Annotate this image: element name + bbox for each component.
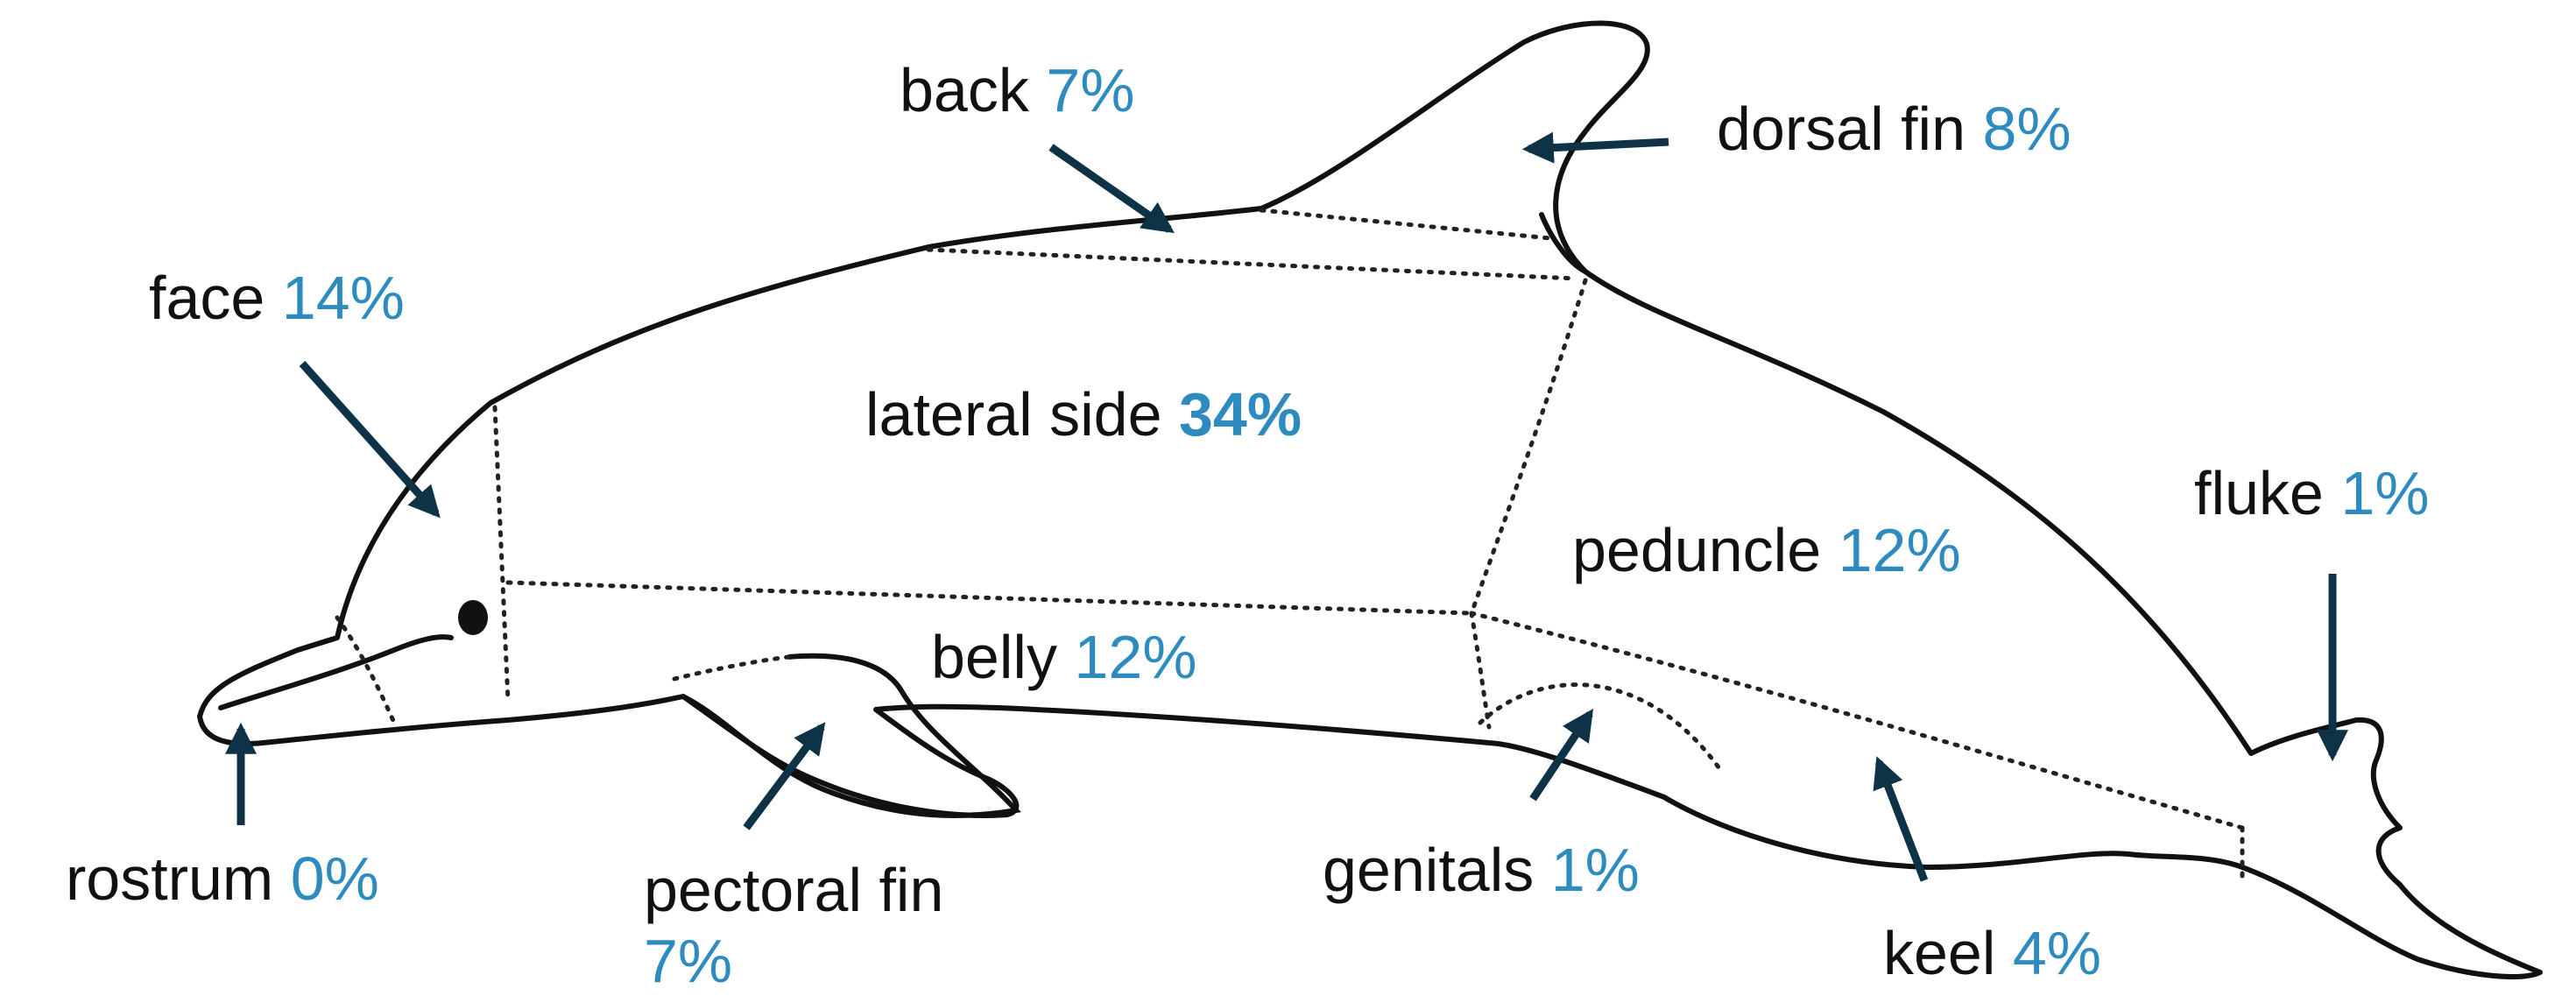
label-belly-name: belly	[931, 623, 1057, 691]
label-belly-pct: 12%	[1074, 623, 1196, 691]
arrow-face	[302, 364, 436, 513]
label-peduncle: peduncle 12%	[1572, 519, 1961, 581]
label-pectoral-fin: pectoral fin 7%	[644, 855, 943, 996]
label-back-pct: 7%	[1046, 56, 1134, 124]
label-rostrum-pct: 0%	[291, 844, 379, 913]
arrow-back	[1051, 147, 1169, 230]
label-face-name: face	[149, 264, 265, 332]
boundary-back-lateral	[928, 250, 1577, 279]
label-rostrum-name: rostrum	[66, 844, 273, 913]
label-belly: belly 12%	[931, 626, 1197, 688]
boundary-belly-genital	[1471, 613, 1489, 727]
label-lateral-side-name: lateral side	[865, 380, 1162, 449]
label-dorsal-fin: dorsal fin 8%	[1717, 98, 2071, 159]
dolphin-body-outline	[200, 23, 2540, 977]
boundary-face-lateral	[495, 407, 508, 701]
boundary-pectoral-base	[674, 657, 788, 679]
eye	[458, 600, 488, 635]
label-peduncle-pct: 12%	[1838, 516, 1961, 584]
label-keel-pct: 4%	[2013, 919, 2101, 987]
mouth-line	[221, 637, 451, 708]
boundary-lateral-peduncle	[1471, 280, 1585, 613]
label-peduncle-name: peduncle	[1572, 516, 1821, 584]
label-genitals-pct: 1%	[1551, 836, 1640, 904]
label-pectoral-fin-pct: 7%	[644, 927, 732, 995]
label-keel: keel 4%	[1883, 922, 2101, 984]
label-pectoral-fin-name: pectoral fin	[644, 856, 943, 924]
label-fluke: fluke 1%	[2194, 463, 2430, 524]
label-dorsal-fin-name: dorsal fin	[1717, 95, 1966, 163]
boundary-genitals-arc	[1480, 685, 1721, 771]
label-face: face 14%	[149, 267, 405, 328]
label-face-pct: 14%	[282, 264, 405, 332]
arrow-dorsal-fin	[1528, 142, 1669, 149]
label-genitals-name: genitals	[1323, 836, 1534, 904]
label-back: back 7%	[900, 60, 1135, 121]
label-fluke-pct: 1%	[2340, 459, 2429, 527]
label-back-name: back	[900, 56, 1029, 124]
label-rostrum: rostrum 0%	[66, 848, 379, 909]
boundary-lateral-belly	[508, 583, 1471, 613]
label-genitals: genitals 1%	[1323, 839, 1640, 901]
label-fluke-name: fluke	[2194, 459, 2324, 527]
label-lateral-side: lateral side 34%	[865, 384, 1302, 445]
label-dorsal-fin-pct: 8%	[1983, 95, 2071, 163]
boundary-dorsal-fin	[1261, 210, 1550, 238]
label-keel-name: keel	[1883, 919, 1995, 987]
label-lateral-side-pct: 34%	[1179, 380, 1302, 449]
